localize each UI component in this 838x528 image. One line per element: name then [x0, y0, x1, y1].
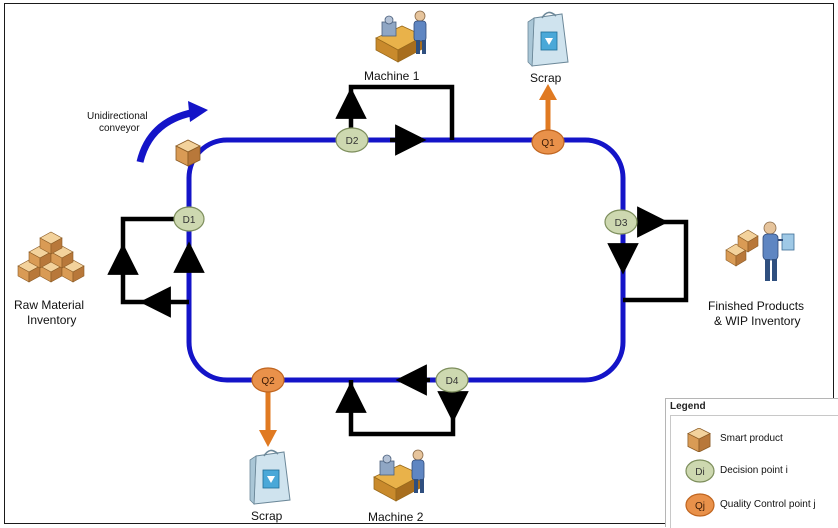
- raw-material-boxes-icon: [17, 231, 85, 283]
- decision-point-d4: D4: [435, 367, 469, 393]
- quality-point-legend-icon: Qj: [685, 493, 715, 517]
- q1-scrap-arrowhead: [539, 84, 557, 100]
- legend-title: Legend: [670, 401, 706, 412]
- machine-1-label: Machine 1: [364, 69, 420, 83]
- raw-material-label-line1: Raw Material: [14, 298, 85, 312]
- finished-products-worker-icon: [725, 221, 795, 281]
- smart-product-legend-icon: [687, 428, 711, 452]
- scrap-top-label: Scrap: [530, 71, 562, 85]
- d4-loop: [348, 380, 456, 437]
- conveyor-loop: [186, 137, 626, 383]
- q2-label: Q2: [261, 376, 275, 387]
- d2-label: D2: [346, 136, 359, 147]
- decision-legend-symbol: Di: [695, 467, 704, 478]
- d4-label: D4: [446, 376, 459, 387]
- legend-label-decision-point: Decision point i: [720, 465, 788, 476]
- legend-item-decision-point: Di Decision point i: [671, 458, 838, 486]
- q2-scrap-arrowhead: [259, 430, 277, 447]
- d1-loop-outer: [120, 216, 189, 305]
- d2-loop: [348, 84, 455, 140]
- conveyor-direction-arrowhead: [188, 101, 208, 122]
- d3-loop: [623, 219, 689, 303]
- raw-material-label-line2: Inventory: [27, 313, 77, 327]
- d1-label: D1: [183, 215, 196, 226]
- legend-item-quality-point: Qj Quality Control point j: [671, 492, 838, 520]
- machine-1-icon: [375, 10, 427, 63]
- quality-legend-symbol: Qj: [695, 501, 705, 512]
- d3-label: D3: [615, 218, 628, 229]
- legend-box: Smart product Di Decision point i Qj Qua…: [670, 415, 838, 528]
- scrap-bin-bottom-icon: [249, 449, 291, 505]
- machine-2-icon: [373, 449, 425, 502]
- scrap-bin-top-icon: [527, 11, 569, 67]
- smart-product-box-icon: [175, 139, 201, 167]
- finished-products-label-line2: & WIP Inventory: [714, 314, 801, 328]
- conveyor-direction-arrow: [136, 108, 197, 163]
- conveyor-label-line2: conveyor: [99, 123, 140, 134]
- scrap-bottom-label: Scrap: [251, 509, 283, 523]
- legend-item-smart-product: Smart product: [671, 426, 838, 454]
- quality-point-q2: Q2: [251, 367, 285, 393]
- quality-point-q1: Q1: [531, 129, 565, 155]
- legend: Legend Smart product Di Decision point i: [665, 398, 838, 528]
- decision-point-d1: D1: [173, 206, 205, 232]
- decision-point-legend-icon: Di: [685, 459, 715, 483]
- figure-frame: [4, 3, 834, 524]
- conveyor-label-line1: Unidirectional: [87, 111, 148, 122]
- q1-label: Q1: [541, 138, 555, 149]
- legend-label-quality-point: Quality Control point j: [720, 499, 816, 510]
- machine-2-label: Machine 2: [368, 510, 424, 524]
- finished-products-label-line1: Finished Products: [708, 299, 805, 313]
- legend-label-smart-product: Smart product: [720, 433, 783, 444]
- decision-point-d2: D2: [335, 127, 369, 153]
- decision-point-d3: D3: [604, 209, 638, 235]
